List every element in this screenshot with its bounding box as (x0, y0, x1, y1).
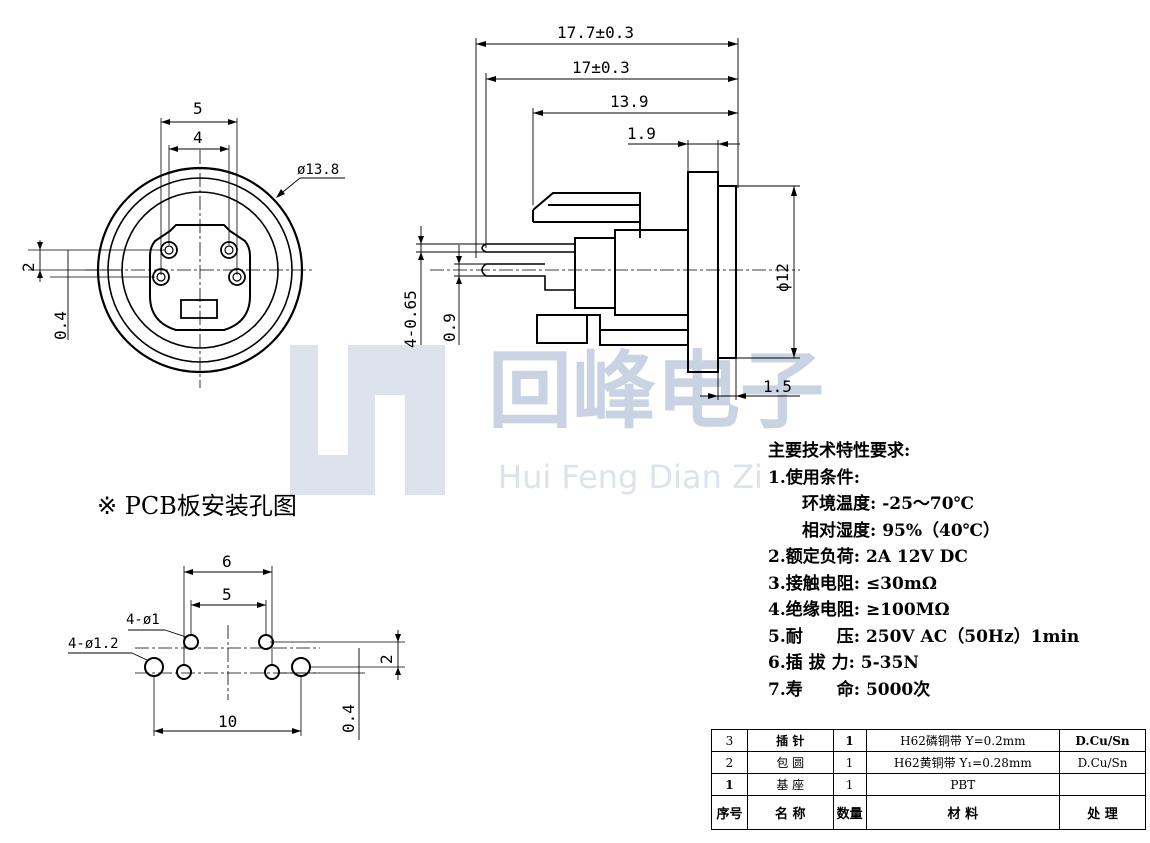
dim-pcb-small-holes: 4-ø1 (126, 612, 160, 628)
bom-qty: 1 (832, 773, 867, 796)
front-view (28, 118, 345, 388)
dim-side-flange: 1.9 (627, 124, 656, 143)
bom-qty: 1 (832, 729, 867, 752)
bom-finish: D.Cu/Sn (1059, 729, 1146, 752)
dim-side-body: 17±0.3 (572, 58, 630, 77)
bom-header-name: 名 称 (746, 795, 834, 830)
pcb-layout (68, 566, 405, 740)
dim-side-pin-gap: 0.9 (440, 313, 459, 342)
bom-row: 3 插 针 1 H62磷铜带 Y=0.2mm D.Cu/Sn (711, 729, 1146, 752)
bom-row: 2 包 圆 1 H62黄铜带 Y₁=0.28mm D.Cu/Sn (711, 751, 1146, 774)
bom-no: 3 (711, 729, 748, 752)
spec-line-1b: 相对湿度: 95%（40℃） (802, 520, 1001, 541)
bom-finish (1059, 773, 1146, 796)
bom-material: PBT (865, 773, 1061, 796)
side-view-dim-lines (416, 38, 800, 400)
watermark-subtext: Hui Feng Dian Zi (498, 458, 763, 496)
spec-line-7: 7.寿 命: 5000次 (768, 679, 931, 700)
spec-line-1: 1.使用条件: (768, 467, 861, 488)
bom-material: H62黄铜带 Y₁=0.28mm (865, 751, 1061, 774)
dim-pcb-10: 10 (218, 712, 237, 731)
front-view-dimensions: 5 4 ø13.8 2 0.4 (19, 99, 339, 340)
bom-name: 包 圆 (746, 751, 834, 774)
tech-specs: 主要技术特性要求: 1.使用条件: 环境温度: -25～70℃ 相对湿度: 95… (768, 438, 1079, 703)
dim-side-thickness: 1.5 (763, 377, 792, 396)
bom-qty: 1 (832, 751, 867, 774)
dim-pcb-2: 2 (377, 654, 396, 664)
bom-no: 1 (711, 773, 748, 796)
dim-side-height: ϕ12 (773, 263, 792, 292)
spec-line-5: 5.耐 压: 250V AC（50Hz）1min (768, 626, 1080, 647)
bom-header-no: 序号 (711, 795, 748, 830)
pcb-title: ※ PCB板安装孔图 (97, 492, 297, 520)
spec-line-2: 2.额定负荷: 2A 12V DC (768, 547, 968, 567)
bom-row: 1 基 座 1 PBT (711, 773, 1146, 796)
dim-front-0-4: 0.4 (51, 311, 70, 340)
dim-front-diameter: ø13.8 (297, 162, 339, 178)
dim-pcb-6: 6 (222, 552, 232, 571)
bill-of-materials: 3 插 针 1 H62磷铜带 Y=0.2mm D.Cu/Sn 2 包 圆 1 H… (711, 729, 1146, 830)
bom-header: 序号 名 称 数量 材 料 处 理 (711, 795, 1146, 830)
dim-pcb-large-holes: 4-ø1.2 (68, 636, 119, 652)
bom-name: 基 座 (746, 773, 834, 796)
dim-side-pin: 13.9 (610, 92, 649, 111)
spec-line-6: 6.插 拔 力: 5-35N (768, 653, 919, 673)
bom-header-qty: 数量 (832, 795, 867, 830)
dim-pcb-5: 5 (222, 585, 232, 604)
dim-pcb-0-4: 0.4 (339, 704, 358, 733)
spec-line-3: 3.接触电阻: ≤30mΩ (768, 573, 937, 594)
bom-header-material: 材 料 (865, 795, 1061, 830)
dim-front-5: 5 (193, 99, 203, 118)
spec-line-1a: 环境温度: -25～70℃ (802, 494, 974, 514)
spec-line-4: 4.绝缘电阻: ≥100MΩ (768, 600, 950, 620)
pcb-dimensions: 6 5 10 4-ø1 4-ø1.2 2 0.4 (68, 552, 396, 733)
dim-side-total: 17.7±0.3 (557, 23, 634, 42)
bom-no: 2 (711, 751, 748, 774)
watermark-logo: 回峰电子 Hui Feng Dian Zi (290, 342, 824, 496)
dim-front-2: 2 (19, 262, 38, 272)
bom-material: H62磷铜带 Y=0.2mm (865, 729, 1061, 752)
dim-side-pin-dia: 4-0.65 (401, 290, 420, 348)
bom-header-finish: 处 理 (1059, 795, 1146, 830)
bom-name: 插 针 (746, 729, 834, 752)
bom-finish: D.Cu/Sn (1059, 751, 1146, 774)
dim-front-4: 4 (193, 128, 203, 147)
specs-title: 主要技术特性要求: (768, 441, 911, 461)
side-view-dimensions: 17.7±0.3 17±0.3 13.9 1.9 ϕ12 4-0.65 0.9 … (401, 23, 792, 396)
